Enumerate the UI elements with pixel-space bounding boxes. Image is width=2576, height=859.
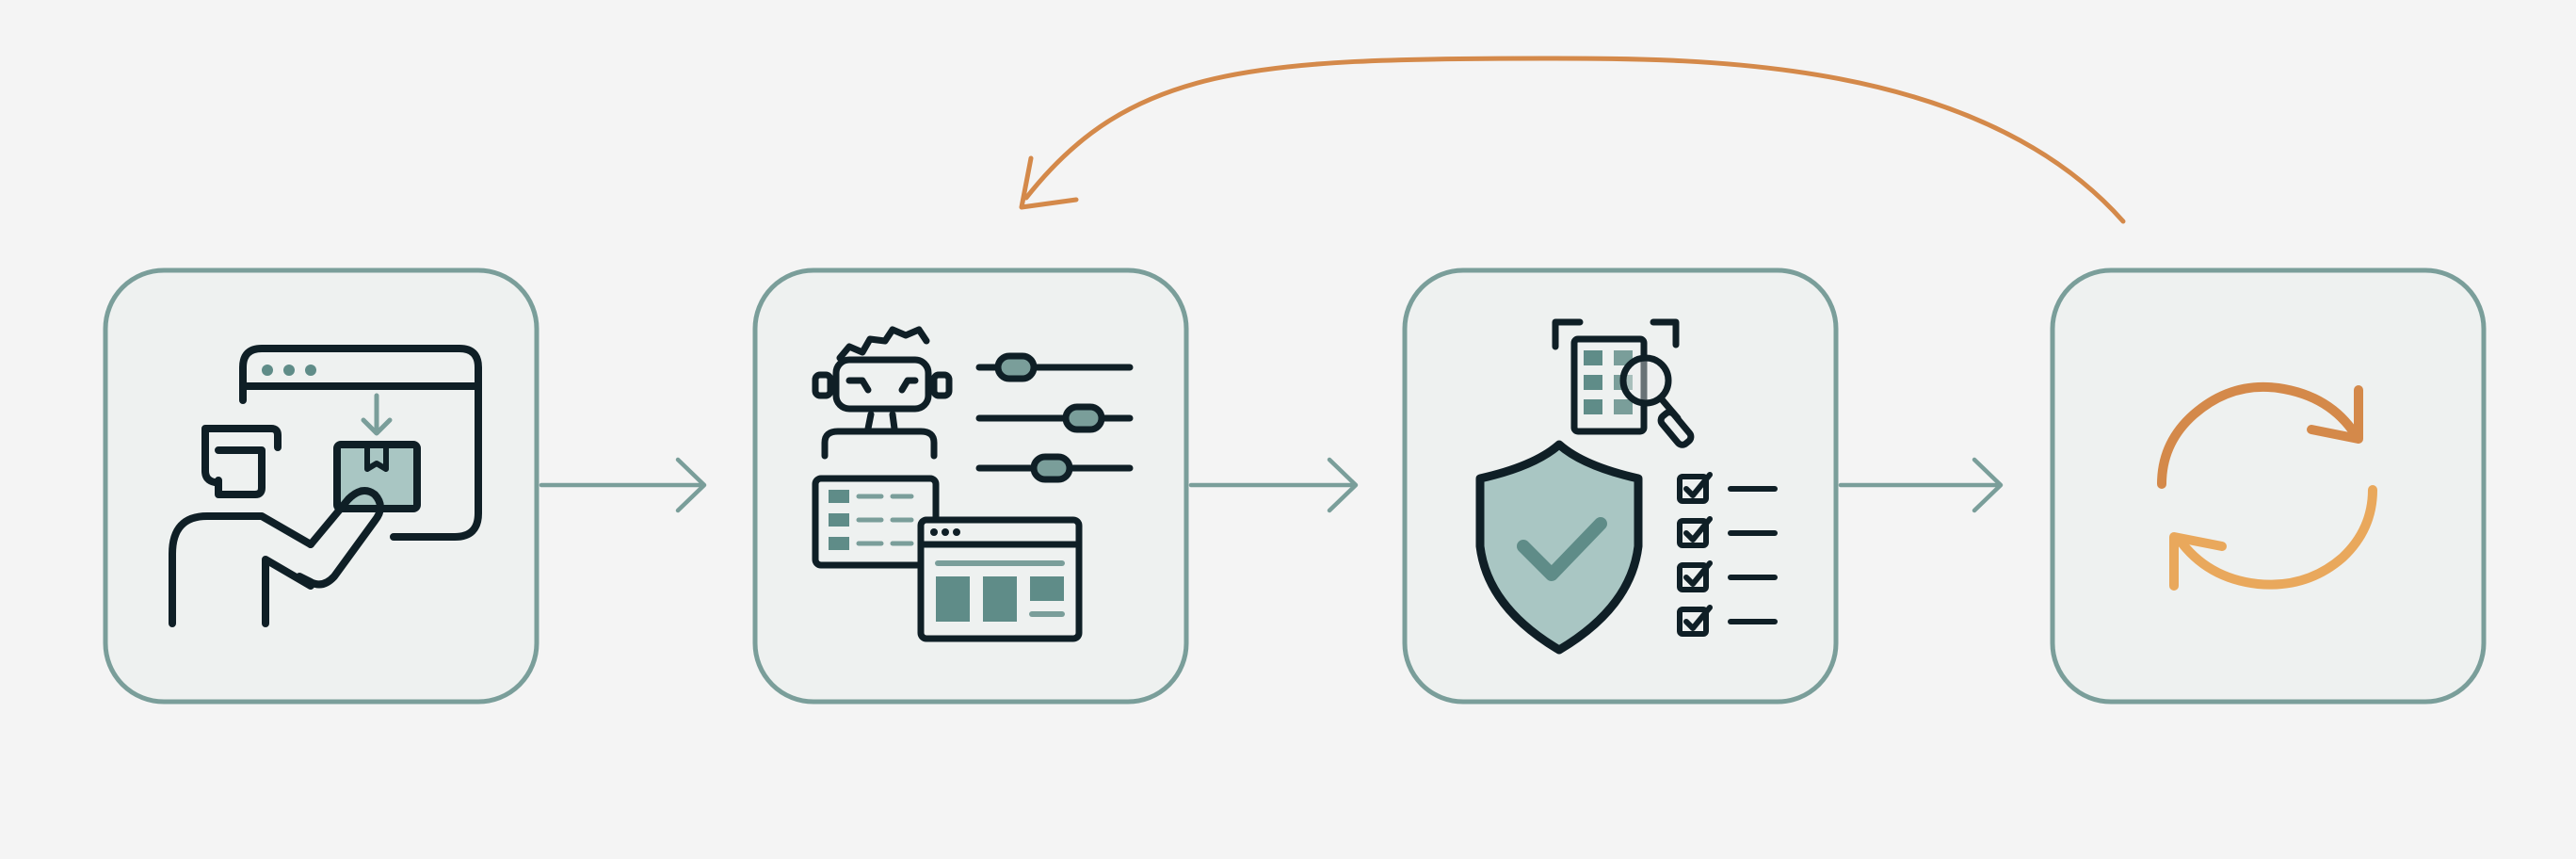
refresh-cycle-icon <box>2157 381 2377 591</box>
connector-3-4 <box>1838 457 2004 513</box>
person-box-screen-icon <box>169 345 482 627</box>
step-card-4 <box>2050 267 2487 705</box>
step-card-1 <box>103 267 539 705</box>
connector-1-2 <box>539 457 707 513</box>
shield-checklist-inspect-icon <box>1475 318 1778 655</box>
feedback-loop-arrow <box>1019 56 2126 224</box>
connector-2-3 <box>1188 457 1359 513</box>
robot-sliders-dashboard-icon <box>812 326 1134 642</box>
